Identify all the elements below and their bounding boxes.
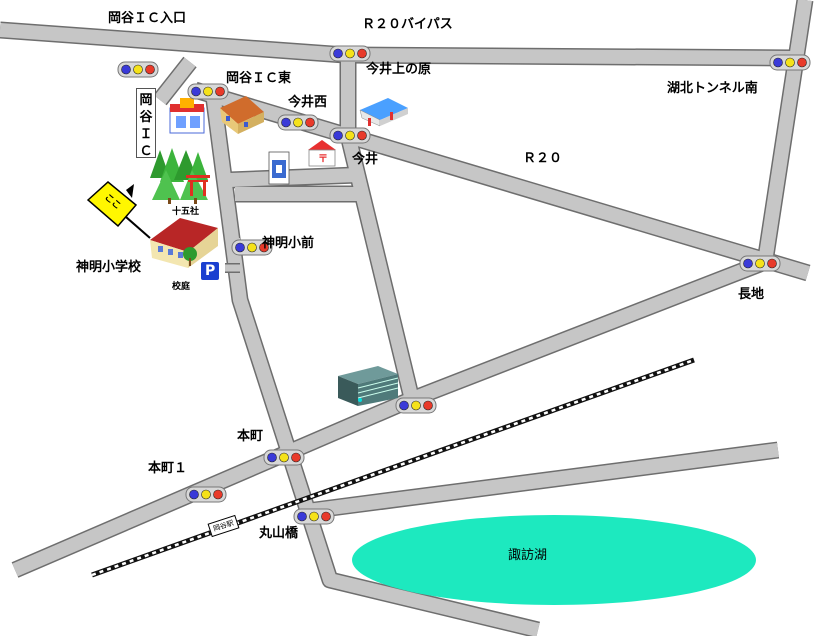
traffic-signal-icon xyxy=(117,61,159,78)
traffic-signals xyxy=(117,45,811,525)
traffic-signal-icon xyxy=(769,54,811,71)
label-honmachi: 本町 xyxy=(237,429,264,444)
label-imai: 今井 xyxy=(352,152,379,167)
label-okaya-ic-east: 岡谷ＩＣ東 xyxy=(226,71,292,86)
gas-station-icon xyxy=(359,98,408,127)
traffic-signal-icon xyxy=(395,397,437,414)
shrine-forest-icon xyxy=(150,148,210,204)
railway-line xyxy=(91,357,695,578)
label-koutei: 校庭 xyxy=(172,282,191,292)
traffic-signal-icon xyxy=(329,127,371,144)
office-building-icon xyxy=(338,366,399,406)
bank-icon xyxy=(268,151,290,185)
label-r20-bypass: Ｒ２０バイパス xyxy=(362,17,453,32)
label-nagachi: 長地 xyxy=(738,287,765,302)
traffic-signal-icon xyxy=(277,114,319,131)
label-kohoku-tunnel-south: 湖北トンネル南 xyxy=(667,81,758,96)
traffic-signal-icon xyxy=(231,239,273,256)
restaurant-icon xyxy=(220,96,264,134)
svg-text:〒: 〒 xyxy=(318,153,328,165)
label-imai-nishi: 今井西 xyxy=(288,95,328,110)
label-okaya-ic-entrance: 岡谷ＩＣ入口 xyxy=(108,11,187,26)
label-shinmei-school: 神明小学校 xyxy=(76,260,142,275)
here-sign-icon xyxy=(86,181,151,239)
label-parking: P xyxy=(205,263,216,279)
parking-icon xyxy=(201,262,219,280)
label-shinmei-shomae: 神明小前 xyxy=(262,236,315,251)
label-suwa-lake: 諏訪湖 xyxy=(508,548,548,563)
label-imai-kaminohara: 今井上の原 xyxy=(366,62,432,77)
traffic-signal-icon xyxy=(263,449,305,466)
traffic-signal-icon xyxy=(187,83,229,100)
label-honmachi1: 本町１ xyxy=(148,461,188,476)
label-jyugosha: 十五社 xyxy=(172,207,200,217)
post-office-icon: 〒 xyxy=(308,140,336,167)
label-maruyamabashi: 丸山橋 xyxy=(259,526,299,541)
suwa-lake xyxy=(352,515,756,605)
traffic-signal-icon xyxy=(185,486,227,503)
traffic-signal-icon xyxy=(329,45,371,62)
traffic-signal-icon xyxy=(293,508,335,525)
label-r20: Ｒ２０ xyxy=(523,151,563,166)
school-building-icon xyxy=(150,218,218,268)
convenience-store-icon xyxy=(169,98,205,134)
traffic-signal-icon xyxy=(739,255,781,272)
